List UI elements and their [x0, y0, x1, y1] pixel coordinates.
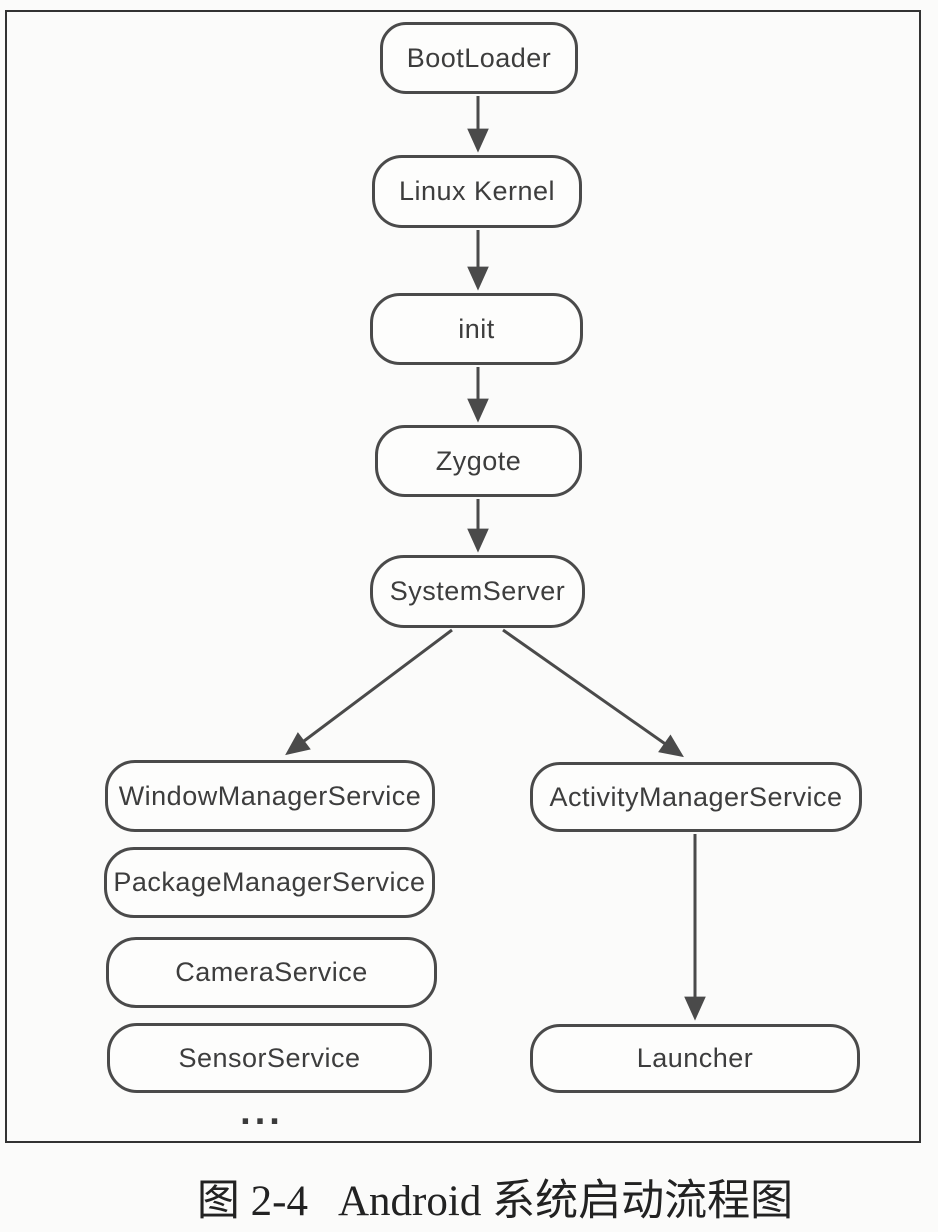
node-camera-service-label: CameraService — [175, 957, 368, 987]
node-linux-kernel: Linux Kernel — [372, 155, 582, 228]
node-bootloader-label: BootLoader — [406, 42, 552, 73]
node-package-manager-service-label: PackageManagerService — [113, 867, 426, 897]
node-init: init — [370, 293, 583, 365]
node-launcher: Launcher — [530, 1024, 860, 1093]
node-bootloader: BootLoader — [380, 22, 578, 94]
node-sensor-service: SensorService — [107, 1023, 432, 1093]
node-activity-manager-service-label: ActivityManagerService — [549, 781, 843, 812]
node-init-label: init — [458, 313, 495, 344]
figure-caption-label: 图 2-4 — [196, 1178, 308, 1225]
node-window-manager-service: WindowManagerService — [105, 760, 435, 832]
node-linux-kernel-label: Linux Kernel — [398, 176, 556, 206]
node-camera-service: CameraService — [106, 937, 437, 1008]
node-activity-manager-service: ActivityManagerService — [530, 762, 862, 832]
node-zygote-label: Zygote — [435, 445, 522, 476]
figure-caption-inner: 图 2-4 Android 系统启动流程图 — [197, 1166, 793, 1228]
figure-caption: 图 2-4 Android 系统启动流程图 — [0, 1166, 938, 1228]
diagram-frame — [5, 10, 921, 1143]
node-window-manager-service-label: WindowManagerService — [118, 780, 422, 811]
node-zygote: Zygote — [375, 425, 582, 497]
node-package-manager-service: PackageManagerService — [104, 847, 435, 918]
node-system-server: SystemServer — [370, 555, 585, 628]
node-launcher-label: Launcher — [636, 1043, 754, 1073]
more-services-ellipsis: ... — [240, 1091, 284, 1133]
node-system-server-label: SystemServer — [389, 576, 566, 606]
node-sensor-service-label: SensorService — [178, 1042, 361, 1073]
figure-caption-title: Android 系统启动流程图 — [338, 1178, 794, 1225]
